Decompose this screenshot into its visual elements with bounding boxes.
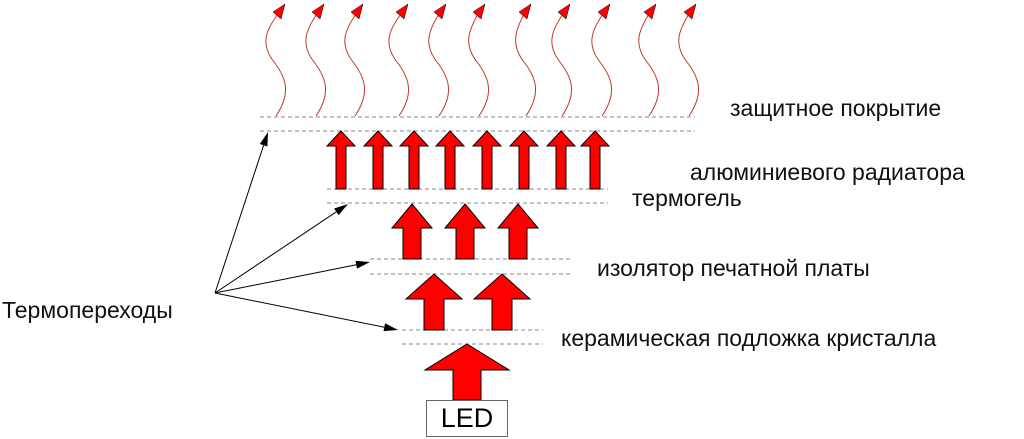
- heat-radiation-wave: [591, 13, 612, 117]
- heat-radiation-wave: [468, 13, 489, 117]
- heat-flow-arrow: [404, 273, 464, 331]
- heat-radiation-arrowhead: [643, 3, 657, 20]
- label-thermogel: термогель: [632, 185, 742, 211]
- heat-flow-arrow: [496, 203, 540, 260]
- heat-radiation-arrowhead: [518, 3, 532, 20]
- junction-pointer-arrowhead: [355, 260, 370, 269]
- heat-flow-arrow: [579, 130, 611, 190]
- heat-radiation-arrowhead: [472, 3, 486, 20]
- heat-radiation-arrowhead: [433, 3, 447, 20]
- heat-radiation-wave: [678, 13, 699, 117]
- junction-pointer-arrowhead: [334, 204, 348, 216]
- heat-flow-arrow: [471, 130, 503, 190]
- heat-radiation-wave: [638, 13, 659, 117]
- junction-pointer-arrowhead: [383, 323, 398, 332]
- heat-flow-arrow: [398, 130, 430, 190]
- junction-pointer-line: [214, 292, 385, 328]
- heat-flow-arrow: [508, 130, 540, 190]
- heat-radiation-arrowhead: [395, 3, 409, 20]
- label-coating-line1: защитное покрытие: [730, 95, 942, 121]
- heat-radiation-wave: [388, 13, 409, 117]
- heat-radiation-wave: [515, 13, 536, 117]
- heat-radiation-wave: [344, 13, 365, 117]
- heat-radiation-arrowhead: [597, 3, 611, 20]
- heat-flow-arrow: [472, 273, 532, 331]
- label-ceramic-substrate: керамическая подложка кристалла: [561, 325, 937, 351]
- heat-radiation-wave: [428, 13, 449, 117]
- heat-flow-arrow: [362, 130, 394, 190]
- junction-pointer-arrowhead: [259, 132, 268, 147]
- junction-pointer-line: [214, 211, 337, 294]
- heat-radiation-arrowhead: [272, 3, 286, 20]
- heat-radiation-arrowhead: [683, 3, 697, 20]
- heat-flow-arrow: [443, 203, 487, 260]
- heat-flow-arrow: [325, 130, 357, 190]
- heat-radiation-wave: [305, 13, 326, 117]
- junction-pointer-line: [214, 145, 265, 294]
- label-thermal-junctions: Термопереходы: [2, 297, 173, 323]
- heat-flow-arrow: [434, 130, 466, 190]
- heat-flow-arrow: [545, 130, 577, 190]
- heat-radiation-arrowhead: [557, 3, 571, 20]
- label-coating-line2: алюминиевого радиатора: [690, 159, 965, 185]
- junction-pointer-line: [214, 264, 357, 294]
- heat-flow-arrow: [423, 343, 511, 401]
- led-box: LED: [426, 400, 508, 437]
- heat-radiation-wave: [551, 13, 572, 117]
- label-pcb-insulator: изолятор печатной платы: [597, 255, 870, 281]
- heat-radiation-arrowhead: [311, 3, 325, 20]
- heat-flow-arrow: [390, 203, 434, 260]
- heat-radiation-wave: [265, 13, 286, 117]
- heat-radiation-arrowhead: [350, 3, 364, 20]
